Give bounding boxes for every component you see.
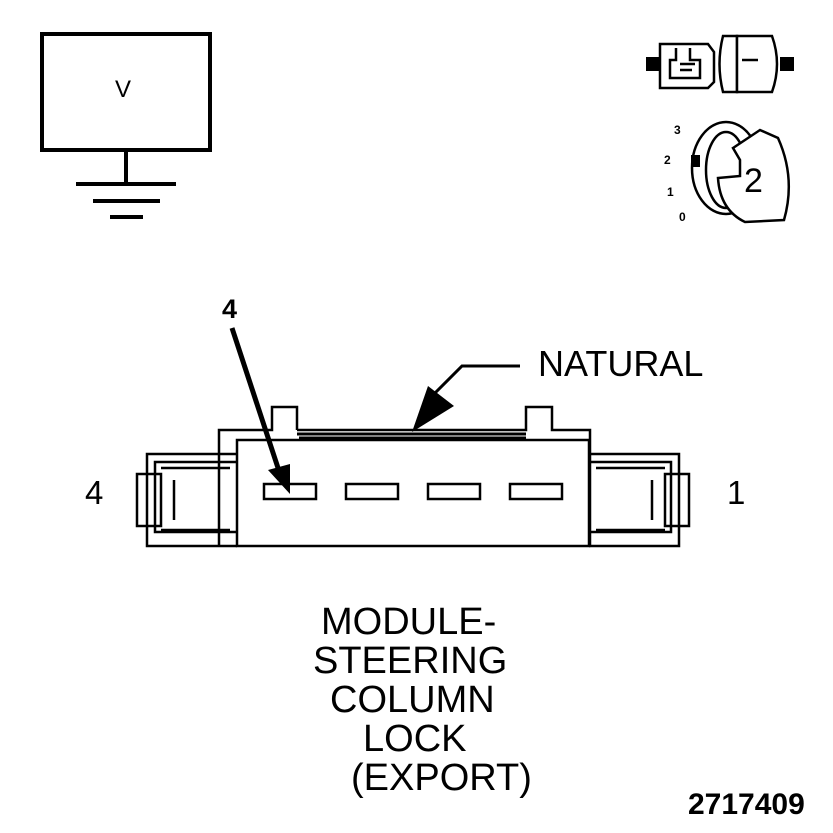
natural-stripe <box>297 432 526 440</box>
natural-leader-arrow <box>412 364 520 432</box>
connector-disconnected-icon <box>646 34 794 94</box>
ignition-position-3: 3 <box>674 123 681 137</box>
title-line-3: COLUMN <box>330 679 495 721</box>
pin-callout-label: 4 <box>222 294 238 324</box>
ignition-position-1: 1 <box>667 185 674 199</box>
voltmeter-symbol <box>40 32 212 219</box>
ignition-key-icon <box>690 120 791 224</box>
ignition-position-0: 0 <box>679 210 686 224</box>
key-position-label: 2 <box>744 162 763 200</box>
component-title: MODULE- STEERING COLUMN LOCK (EXPORT) <box>240 603 590 798</box>
ignition-position-2: 2 <box>664 153 671 167</box>
title-line-1: MODULE- <box>321 601 497 643</box>
left-latch <box>145 452 237 548</box>
connector-color-label: NATURAL <box>538 343 704 384</box>
pin-cavity-3 <box>344 482 400 501</box>
title-line-2: STEERING <box>313 640 508 682</box>
pin-cavity-2 <box>426 482 482 501</box>
connector-face <box>135 405 691 548</box>
right-latch <box>589 452 681 548</box>
pin-cavity-1 <box>508 482 564 501</box>
pin-left-label: 4 <box>85 474 104 511</box>
title-line-4: LOCK <box>363 718 467 760</box>
voltmeter-label: V <box>115 76 132 103</box>
figure-number: 2717409 <box>688 788 805 821</box>
title-line-5: (EXPORT) <box>351 757 532 799</box>
pin-callout-arrow <box>229 327 290 494</box>
pin-right-label: 1 <box>727 474 746 511</box>
